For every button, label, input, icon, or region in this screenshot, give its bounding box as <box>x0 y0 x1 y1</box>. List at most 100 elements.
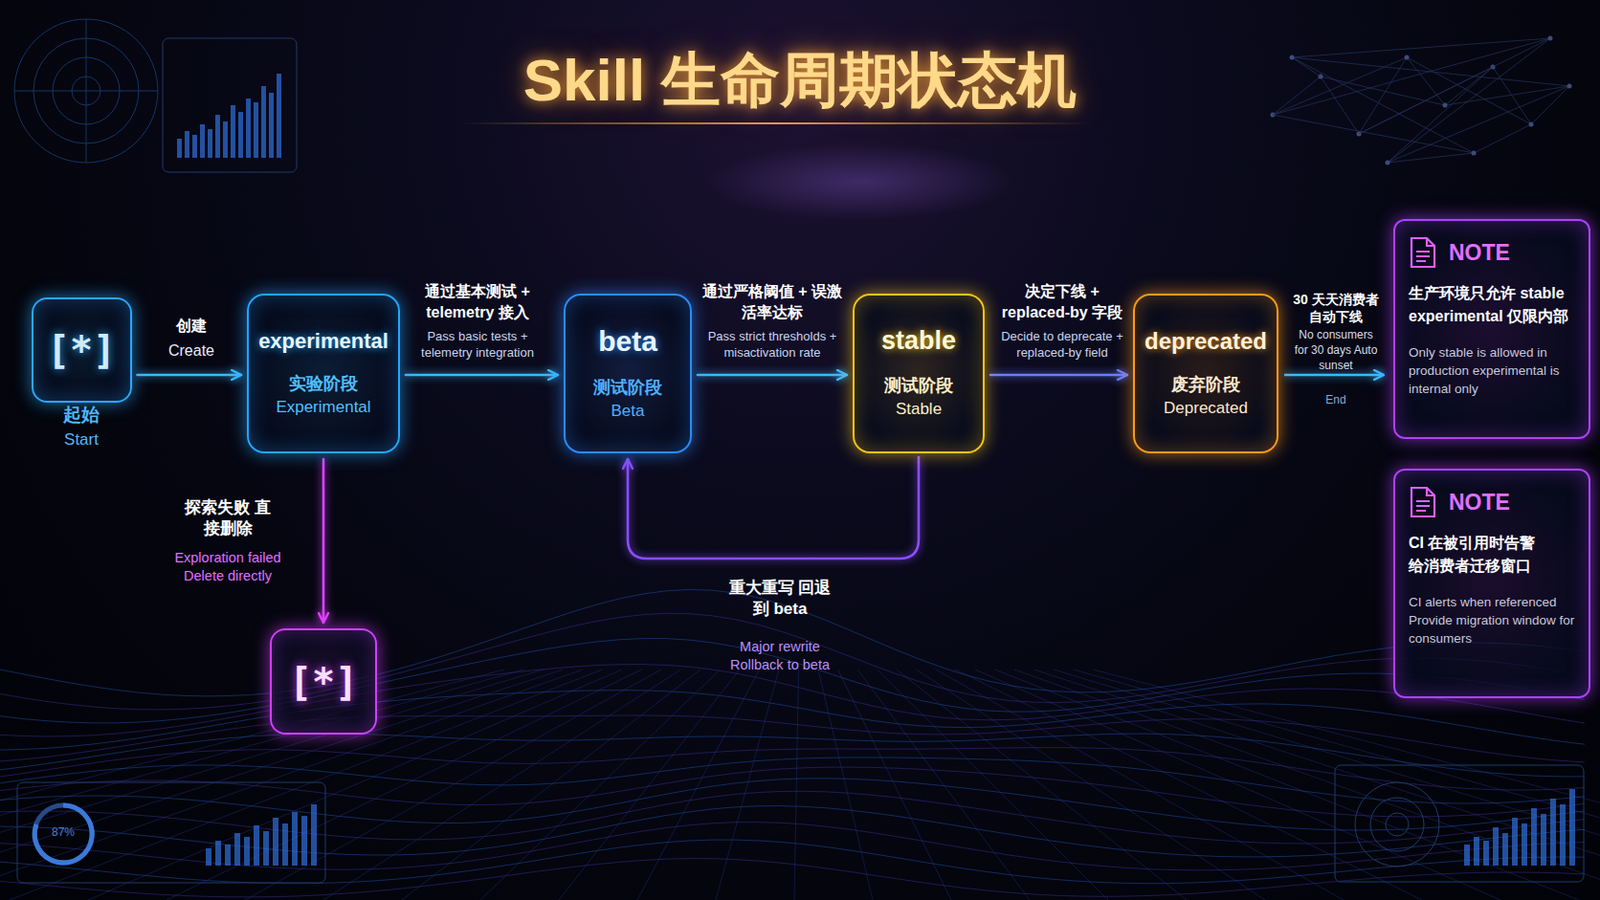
note-title: NOTE <box>1448 240 1511 267</box>
annotation: No consumers for 30 days Auto sunset <box>1292 327 1379 374</box>
net-link <box>1272 38 1551 115</box>
grid-line <box>877 669 1110 900</box>
grid-line <box>1053 669 1600 900</box>
diagram-title: Skill 生命周期状态机 <box>0 40 1600 121</box>
grid-line <box>995 669 1580 900</box>
note-icon-lines <box>1416 501 1430 512</box>
net-link <box>1531 86 1570 125</box>
bar <box>276 73 282 158</box>
net-dot <box>1385 160 1391 166</box>
net-link <box>1291 57 1570 87</box>
grid-line <box>838 669 953 900</box>
net-link <box>1387 38 1551 163</box>
bar <box>215 114 221 158</box>
wave-line <box>0 733 1585 778</box>
state-box: stable 测试阶段Stable <box>852 293 985 454</box>
bar <box>1483 841 1489 867</box>
net-link <box>1291 57 1321 77</box>
edge-label: 决定下线 + replaced-by 字段 <box>990 281 1134 324</box>
sunset-arrow <box>1284 374 1384 378</box>
net-dot <box>1548 36 1554 42</box>
note-header: NOTE <box>1408 486 1511 519</box>
bar <box>301 816 308 867</box>
bar <box>1540 814 1547 867</box>
bar <box>253 102 259 158</box>
net-dot <box>1443 103 1448 109</box>
bar <box>253 825 260 867</box>
wave-line <box>0 639 1585 724</box>
net-link <box>1406 57 1445 106</box>
bar <box>1569 789 1576 867</box>
net-link <box>1272 57 1407 115</box>
state-name-zh: 测试阶段 <box>884 373 954 399</box>
net-link <box>1387 153 1474 163</box>
bar <box>177 138 182 158</box>
hud-radar <box>14 19 158 163</box>
bar <box>1502 833 1509 867</box>
bar <box>261 86 267 158</box>
wave-line <box>0 757 1585 804</box>
grid-line <box>323 669 682 900</box>
bar <box>245 98 251 158</box>
network-decor <box>1270 36 1573 166</box>
connector <box>697 374 847 378</box>
annotation: Pass basic tests + telemetry integration <box>405 328 550 361</box>
grid-line <box>715 669 779 900</box>
note-title: NOTE <box>1448 489 1511 516</box>
net-dot <box>1404 55 1410 61</box>
net-link <box>1358 38 1551 134</box>
hud-bars <box>205 804 317 867</box>
net-link <box>1272 76 1321 115</box>
wave-line <box>0 690 1585 751</box>
bar <box>215 841 222 867</box>
bar <box>207 129 213 158</box>
annotation: Exploration failed Delete directly <box>170 549 286 586</box>
grid-line <box>857 669 1030 900</box>
bar <box>272 818 279 867</box>
state-name: beta <box>598 325 658 358</box>
connector <box>137 374 243 378</box>
annotation: End <box>1307 392 1365 408</box>
connector <box>627 457 919 559</box>
annotation: Major rewrite Rollback to beta <box>722 638 838 675</box>
hud-bars <box>1464 789 1576 867</box>
net-link <box>1291 38 1551 58</box>
net-link <box>1291 57 1474 154</box>
bar <box>1464 844 1470 867</box>
state-name: deprecated <box>1144 328 1267 356</box>
bar <box>268 92 274 158</box>
grid-line <box>794 669 800 900</box>
net-link <box>1387 86 1570 163</box>
grid-line <box>558 669 740 900</box>
state-name-en: Beta <box>611 400 645 423</box>
wave-grid <box>0 590 1600 900</box>
state-name: stable <box>881 326 956 356</box>
bar <box>244 837 250 867</box>
bar <box>184 131 190 158</box>
state-name-zh: 废弃阶段 <box>1171 372 1241 398</box>
bar <box>205 848 212 867</box>
net-dot <box>1529 122 1534 128</box>
grid-line <box>637 669 760 900</box>
bar <box>1559 804 1566 867</box>
state-name: experimental <box>258 329 389 355</box>
terminal-node: [*]起始Start <box>31 297 133 403</box>
state-name-zh: 测试阶段 <box>593 375 663 400</box>
annotation: Decide to deprecate + replaced-by field <box>995 328 1130 361</box>
grid-line <box>1034 669 1600 900</box>
bar <box>291 812 298 867</box>
bar <box>1492 827 1499 867</box>
note-body-en: CI alerts when referenced Provide migrat… <box>1408 593 1576 648</box>
state-name-en: Stable <box>895 398 942 422</box>
title-underline <box>459 122 1091 125</box>
wave-line <box>0 613 1585 711</box>
grid-line <box>1092 669 1600 900</box>
grid-line <box>1014 669 1600 900</box>
note-box: NOTECI 在被引用时告警 给消费者迁移窗口CI alerts when re… <box>1393 468 1591 699</box>
grid-line <box>916 669 1267 900</box>
grid-line <box>1073 669 1600 900</box>
hud-panel <box>162 38 297 173</box>
caption-en: Start <box>63 427 100 453</box>
bar <box>311 804 317 867</box>
